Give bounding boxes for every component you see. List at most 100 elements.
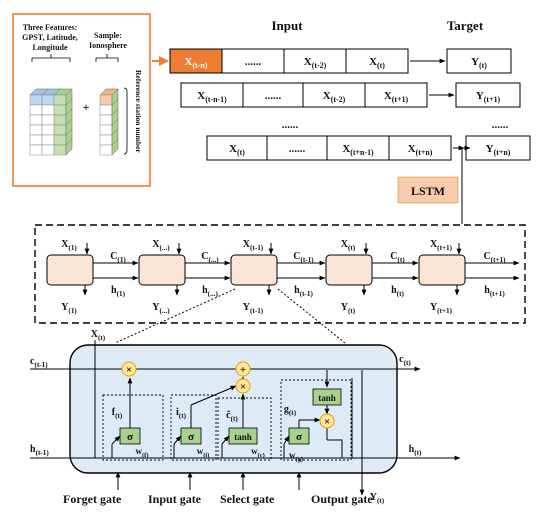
unrolled-cell-output-label: Y(t) — [341, 302, 356, 315]
input-cell: ...... — [221, 48, 285, 74]
cube-front-cell — [41, 114, 55, 126]
sample-label-line-1: Sample: — [94, 31, 122, 40]
gate-weight-label: w(g) — [289, 450, 303, 463]
sample-side-cell — [111, 138, 119, 156]
hidden-in-label: h(t-1) — [30, 444, 49, 457]
gate-name-label: Select gate — [220, 492, 275, 506]
sample-cell — [99, 144, 113, 156]
forget-sigma-box-symbol: σ — [127, 431, 133, 443]
gate-weight-label: w(f) — [136, 446, 149, 459]
feature-cube — [29, 88, 73, 156]
gate-variable-label: g(t) — [284, 404, 297, 417]
input-cell-label: X(t+1) — [384, 90, 409, 104]
cube-side-cell — [65, 138, 73, 156]
gate-region — [280, 379, 352, 461]
hidden-state-label: h(1) — [111, 285, 126, 298]
gate-weight-label: w(i) — [197, 446, 210, 459]
cube-front-cell — [29, 134, 43, 146]
unrolled-cell-output-label: Y(1) — [61, 302, 77, 315]
gate-variable-label: f(t) — [112, 407, 123, 420]
output-sigma-box-symbol: σ — [296, 431, 302, 443]
cube-front-cell — [53, 144, 67, 156]
unrolled-cell-input-label: X(t-1) — [243, 239, 264, 252]
gate-name-label: Output gate — [311, 492, 373, 506]
input-cell-label: X(t-2) — [304, 56, 327, 70]
cell-state-label: C(...) — [201, 251, 219, 264]
input-sigma-box-symbol: σ — [188, 431, 194, 443]
target-title: Target — [447, 18, 484, 33]
cell-state-label: C(t-1) — [293, 251, 314, 264]
cube-front-cell — [53, 124, 67, 136]
input-cell-box — [283, 48, 347, 74]
cell-state-in-label: c(t-1) — [30, 356, 48, 369]
select-tanh-box-symbol: tanh — [234, 432, 252, 442]
unrolled-cell-output-label: Y(t+1) — [430, 302, 453, 315]
input-cell: X(t-n) — [169, 48, 223, 74]
gate-variable-label: ĉ(t) — [226, 410, 238, 423]
unrolled-cell: X(1) Y(1) — [46, 239, 94, 315]
unrolled-cell-box — [418, 254, 466, 286]
input-cell-label: X(t) — [369, 56, 385, 70]
hidden-out-label: h(t) — [409, 444, 422, 457]
input-cell: X(t+1) — [364, 82, 428, 108]
unrolled-cell-box — [325, 254, 373, 286]
target-cell-label: Y(t) — [471, 56, 487, 70]
input-cell-label: X(t-n-1) — [197, 90, 227, 104]
cell-state-out-label: c(t) — [399, 354, 411, 367]
detail-output-label: Y(t) — [370, 492, 385, 505]
hidden-state-label: h(...) — [202, 285, 218, 298]
unrolled-cell: X(t-1) Y(t-1) — [230, 239, 278, 315]
features-label-line-1: Three Features: — [23, 23, 78, 32]
lstm-to-target-arrow — [461, 145, 471, 224]
input-cell-box — [364, 82, 428, 108]
features-label-line-2: GPST, Latitude, — [22, 33, 78, 42]
input-cell-box — [242, 82, 304, 108]
unrolled-link: C(...) h(...) — [185, 251, 231, 298]
cube-front-cell — [41, 104, 55, 116]
station-brace — [123, 87, 128, 155]
input-cell-box — [206, 135, 268, 161]
hidden-state-label: h(t+1) — [484, 285, 505, 298]
output-tanh-box-symbol: tanh — [318, 393, 336, 403]
lstm-block: LSTM — [397, 176, 459, 204]
gate-variable-label: i(t) — [176, 407, 187, 420]
input-cell: ...... — [266, 135, 328, 161]
unrolled-cell: X(t)Y(t) — [325, 239, 373, 315]
plus-sign: + — [83, 100, 90, 114]
target-cell-label: Y(t+n) — [486, 143, 511, 157]
input-cell-label: ...... — [289, 143, 306, 155]
input-cell-label: X(t) — [229, 143, 245, 157]
input-cell-label: X(t+n) — [408, 143, 433, 157]
cell-add-op-symbol: + — [240, 364, 246, 376]
cube-front-cell — [29, 94, 43, 106]
cube-front-cell — [29, 144, 43, 156]
target-cell-label: Y(t+1) — [476, 90, 501, 104]
output-to-hidden — [327, 439, 343, 458]
target-cell-box — [446, 48, 512, 74]
hidden-feed-output — [283, 435, 290, 445]
gate-weight-label: w(c) — [251, 446, 265, 459]
sample-cell — [99, 104, 113, 116]
unrolled-cell-box — [138, 254, 186, 286]
unrolled-cell-input-label: X(1) — [61, 239, 77, 252]
input-cell-box — [169, 48, 223, 74]
gate-name-label: Input gate — [148, 492, 202, 506]
unrolled-cell-output-label: Y(t-1) — [243, 302, 264, 315]
hidden-feed-forget — [111, 435, 121, 445]
forget-multiply-op-symbol: × — [126, 364, 132, 376]
cube-front-cell — [41, 134, 55, 146]
unrolled-cell-input-label: X(t+1) — [430, 239, 453, 252]
input-title: Input — [271, 18, 303, 33]
input-cell-box — [266, 135, 328, 161]
input-gap-dots: ...... — [282, 119, 299, 131]
features-label-line-3: Longitude — [32, 43, 68, 52]
features-panel: Three Features: GPST, Latitude, Longitud… — [12, 13, 151, 187]
cell-state-label: C(1) — [110, 251, 126, 264]
unrolled-cell: X(...)Y(...) — [138, 239, 186, 315]
unrolled-link: C(t+1)h(t+1) — [465, 251, 520, 298]
hidden-feed-input — [173, 435, 182, 445]
cube-front-cell — [41, 94, 55, 106]
input-cell-label: X(t-n) — [185, 56, 208, 70]
sample-column — [99, 88, 119, 156]
